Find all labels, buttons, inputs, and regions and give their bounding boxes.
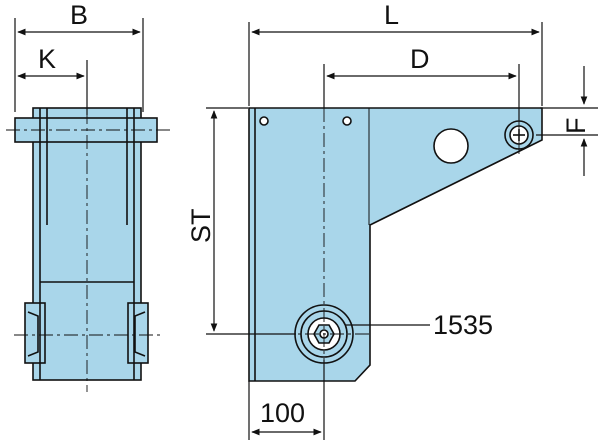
dimension-l — [248, 22, 543, 106]
label-f: F — [561, 118, 591, 135]
small-hole-left — [259, 116, 269, 126]
label-b: B — [70, 0, 88, 30]
front-centerlines — [280, 108, 520, 390]
bracket-body — [248, 107, 543, 382]
dimension-b — [14, 18, 144, 112]
large-hole — [433, 128, 469, 164]
label-st: ST — [186, 208, 216, 243]
dimension-100 — [248, 360, 325, 440]
label-d: D — [410, 44, 430, 74]
dimension-st — [206, 107, 296, 335]
dimension-d — [323, 64, 520, 120]
label-100: 100 — [260, 398, 305, 428]
side-centerlines — [6, 60, 172, 392]
side-view — [14, 107, 158, 381]
label-l: L — [384, 0, 399, 30]
bushing-right — [127, 302, 149, 364]
dimension-f — [536, 66, 598, 176]
label-1535: 1535 — [433, 310, 493, 340]
label-k: K — [38, 44, 56, 74]
front-view — [248, 107, 543, 382]
small-hole-right — [342, 116, 352, 126]
dimension-k — [17, 60, 88, 115]
